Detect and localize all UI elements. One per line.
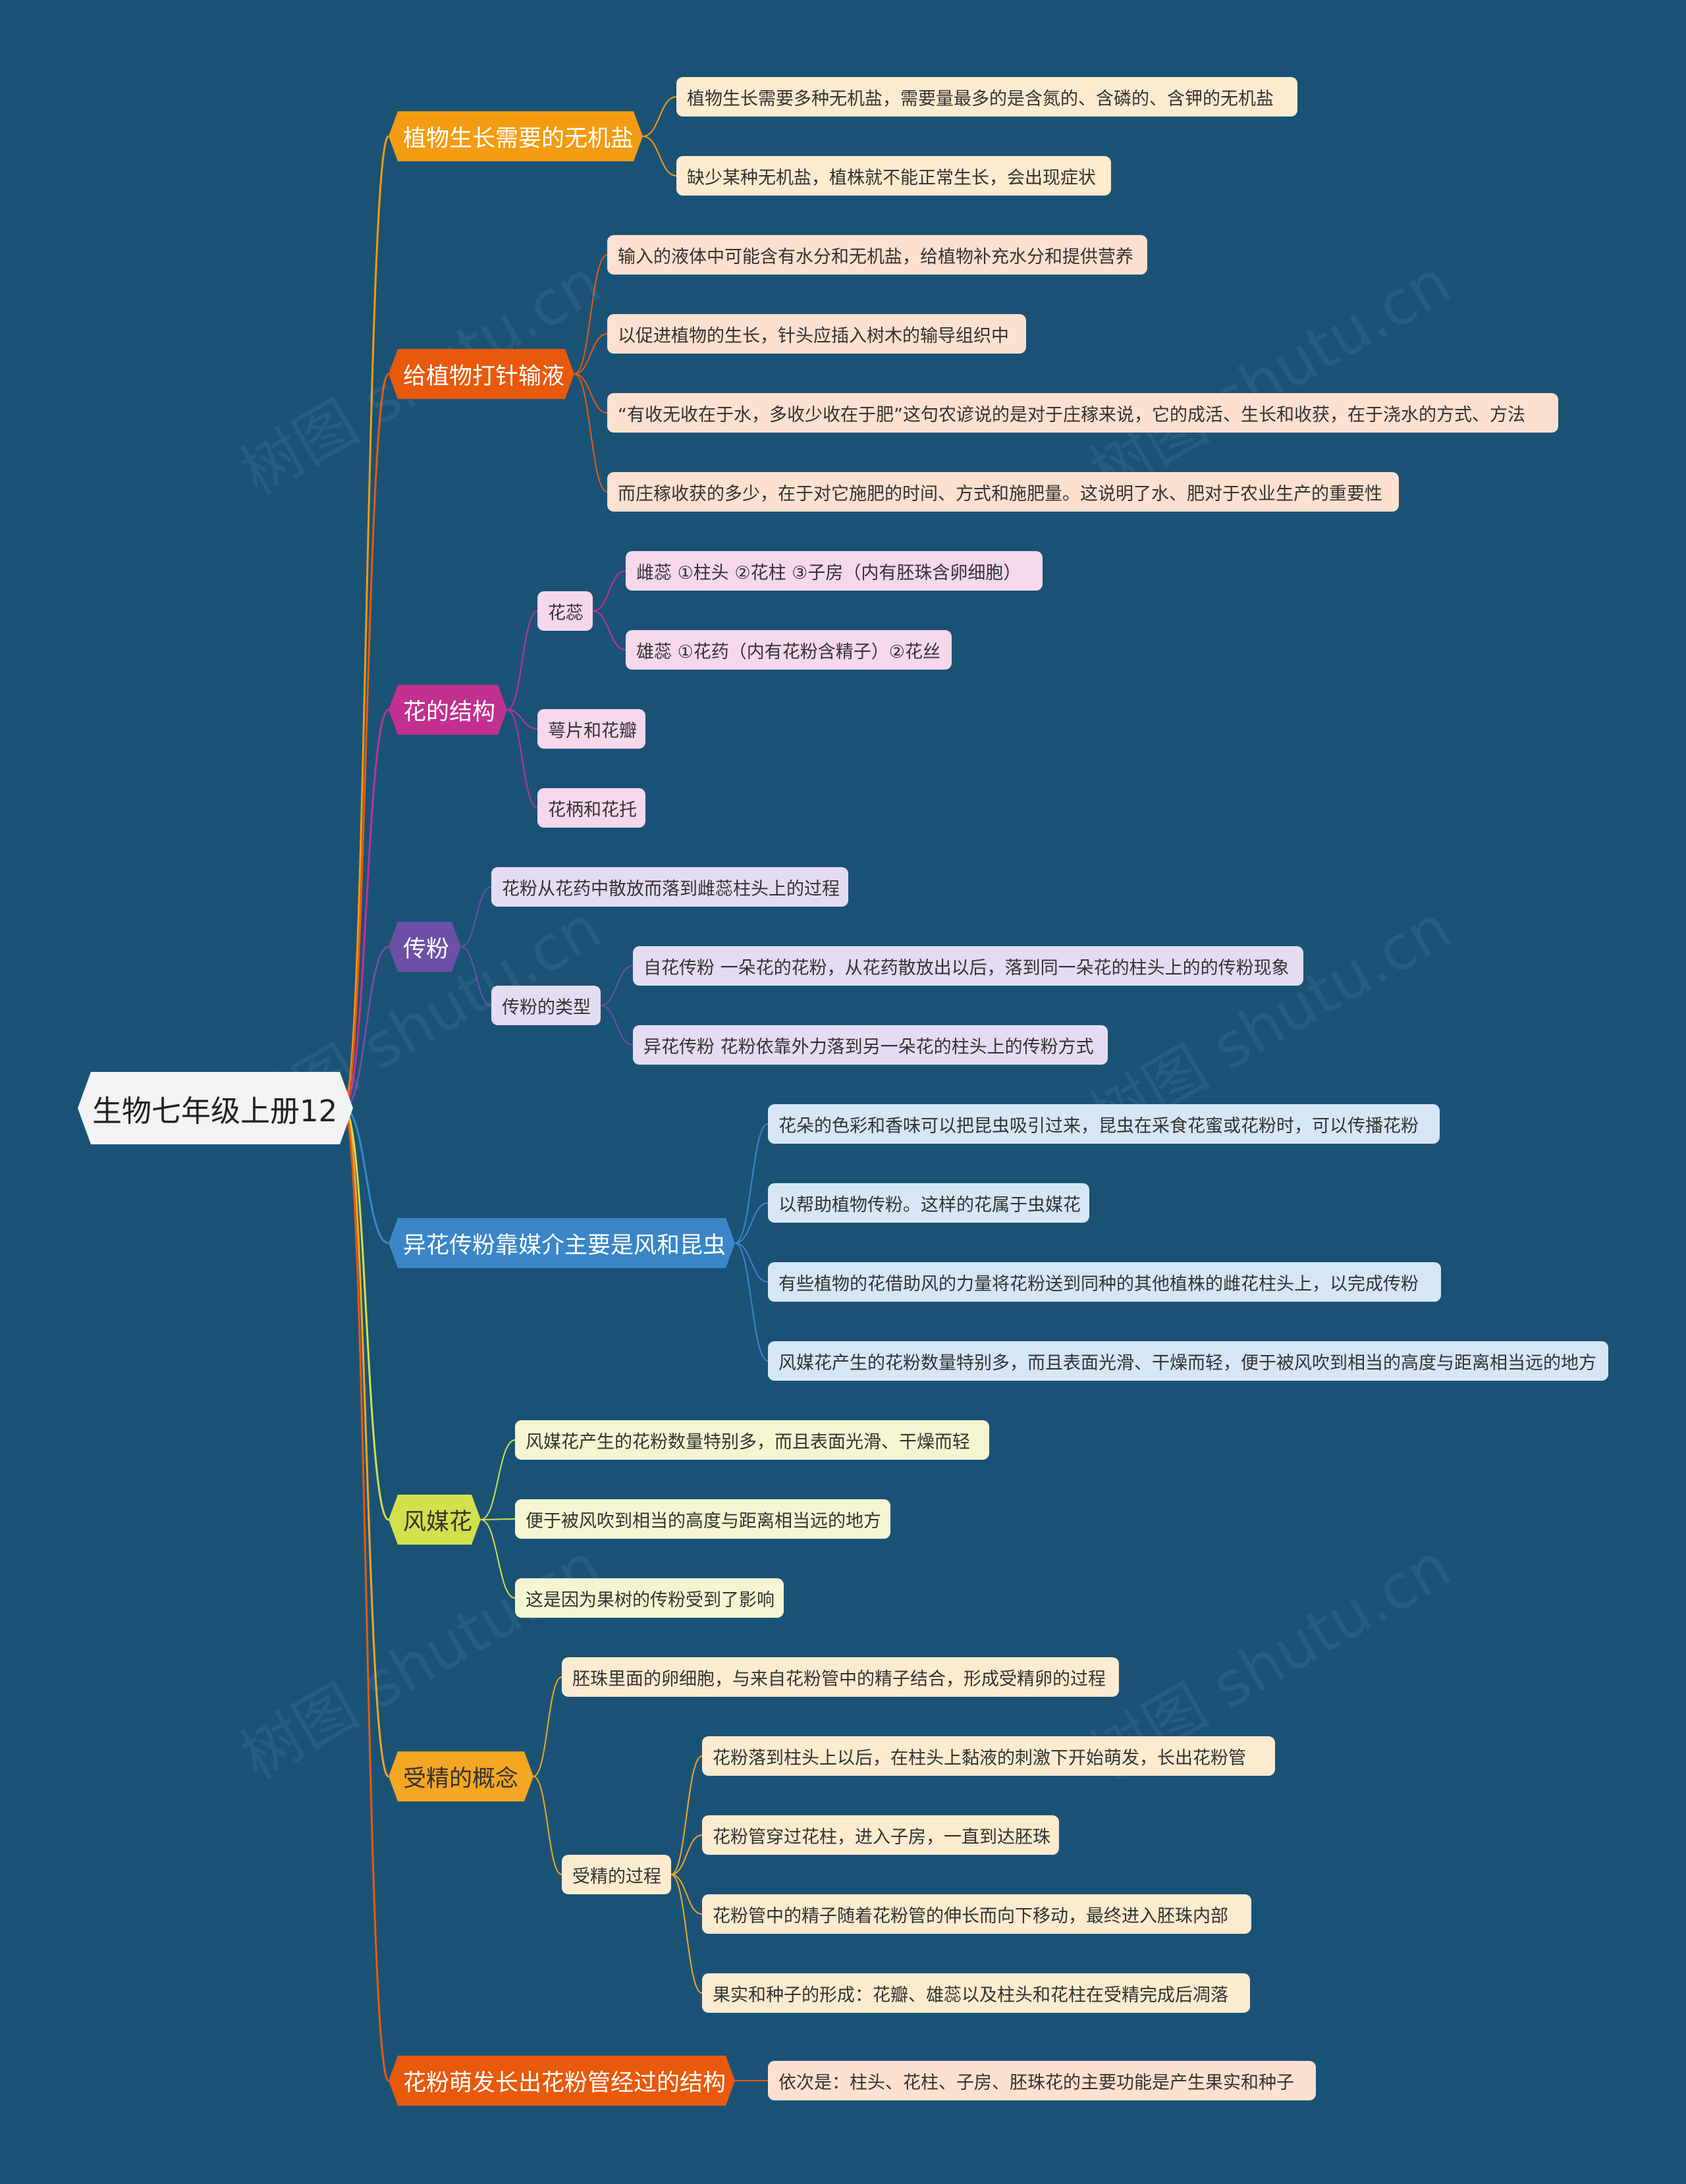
connector-line	[342, 1107, 390, 1778]
connector-line	[574, 333, 608, 375]
leaf-node[interactable]: 雄蕊 ①花药（内有花粉含精子）②花丝	[626, 630, 952, 670]
connector-line	[642, 136, 677, 176]
leaf-node[interactable]: 而庄稼收获的多少，在于对它施肥的时间、方式和施肥量。这说明了水、肥对于农业生产的…	[607, 472, 1399, 512]
leaf-node[interactable]: 雌蕊 ①柱头 ②花柱 ③子房（内有胚珠含卵细胞）	[626, 551, 1043, 591]
leaf-node[interactable]: 花粉落到柱头上以后，在柱头上黏液的刺激下开始萌发，长出花粉管	[702, 1736, 1275, 1776]
sub-node-pistil-stamen[interactable]: 花蕊	[537, 591, 593, 631]
branch-pollination[interactable]: 传粉	[389, 922, 461, 972]
leaf-node[interactable]: 风媒花产生的花粉数量特别多，而且表面光滑、干燥而轻	[515, 1420, 989, 1460]
branch-inorganic-salts[interactable]: 植物生长需要的无机盐	[389, 111, 643, 161]
connector-line	[592, 570, 626, 612]
connector-line	[480, 1439, 516, 1520]
leaf-node[interactable]: 胚珠里面的卵细胞，与来自花粉管中的精子结合，形成受精卵的过程	[562, 1657, 1119, 1697]
connector-line	[506, 709, 538, 730]
leaf-node[interactable]: 缺少某种无机盐，植株就不能正常生长，会出现症状	[676, 156, 1111, 196]
connector-line	[343, 708, 389, 1109]
connector-line	[734, 1202, 769, 1244]
leaf-node[interactable]: 花粉管穿过花柱，进入子房，一直到达胚珠	[702, 1815, 1059, 1855]
connector-line	[506, 709, 538, 809]
branch-cross-pollination-media[interactable]: 异花传粉靠媒介主要是风和昆虫	[389, 1218, 735, 1268]
branch-fertilization-concept[interactable]: 受精的概念	[389, 1751, 533, 1801]
leaf-node[interactable]: 果实和种子的形成：花瓣、雄蕊以及柱头和花柱在受精完成后凋落	[702, 1973, 1250, 2013]
leaf-node[interactable]: 以促进植物的生长，针头应插入树木的输导组织中	[607, 314, 1026, 354]
connector-line	[574, 373, 608, 493]
connector-line	[670, 1755, 703, 1875]
branch-plant-infusion[interactable]: 给植物打针输液	[389, 349, 574, 399]
leaf-node[interactable]: 萼片和花瓣	[537, 709, 645, 749]
connector-line	[480, 1518, 516, 1520]
connector-line	[506, 610, 538, 710]
connector-line	[642, 96, 677, 137]
leaf-node[interactable]: 这是因为果树的传粉受到了影响	[515, 1578, 784, 1618]
connector-line	[734, 1242, 769, 1283]
connector-line	[533, 1776, 562, 1875]
leaf-node[interactable]: 以帮助植物传粉。这样的花属于虫媒花	[768, 1183, 1089, 1223]
leaf-node[interactable]: 异花传粉 花粉依靠外力落到另一朵花的柱头上的传粉方式	[633, 1025, 1108, 1065]
leaf-node[interactable]: 花粉从花药中散放而落到雌蕊柱头上的过程	[491, 867, 848, 907]
leaf-node[interactable]: “有收无收在于水，多收少收在于肥”这句农谚说的是对于庄稼来说，它的成活、生长和收…	[607, 393, 1558, 433]
connector-line	[670, 1874, 703, 1994]
connector-line	[533, 1676, 562, 1777]
connector-line	[592, 610, 626, 651]
leaf-node[interactable]: 自花传粉 一朵花的花粉，从花药散放出以后，落到同一朵花的柱头上的的传粉现象	[633, 946, 1303, 986]
connector-line	[342, 135, 390, 1109]
leaf-node[interactable]: 风媒花产生的花粉数量特别多，而且表面光滑、干燥而轻，便于被风吹到相当的高度与距离…	[768, 1341, 1608, 1381]
branch-wind-pollinated-flower[interactable]: 风媒花	[389, 1495, 481, 1545]
connector-line	[574, 373, 608, 413]
connector-line	[460, 946, 492, 1006]
connector-line	[670, 1874, 703, 1915]
leaf-node[interactable]: 依次是：柱头、花柱、子房、胚珠花的主要功能是产生果实和种子	[768, 2061, 1316, 2100]
branch-flower-structure[interactable]: 花的结构	[389, 685, 507, 735]
leaf-node[interactable]: 花柄和花托	[537, 788, 645, 828]
connector-line	[343, 1107, 389, 1244]
branch-pollen-tube-path[interactable]: 花粉萌发长出花粉管经过的结构	[389, 2056, 735, 2106]
connector-line	[600, 1005, 634, 1046]
sub-node-fertilization-process[interactable]: 受精的过程	[562, 1855, 671, 1894]
leaf-node[interactable]: 植物生长需要多种无机盐，需要量最多的是含氮的、含磷的、含钾的无机盐	[676, 77, 1297, 117]
connector-line	[574, 254, 608, 375]
leaf-node[interactable]: 便于被风吹到相当的高度与距离相当远的地方	[515, 1499, 890, 1539]
leaf-node[interactable]: 有些植物的花借助风的力量将花粉送到同种的其他植株的雌花柱头上，以完成传粉	[768, 1262, 1441, 1302]
connector-line	[343, 1107, 389, 1521]
leaf-node[interactable]: 花粉管中的精子随着花粉管的伸长而向下移动，最终进入胚珠内部	[702, 1894, 1251, 1934]
connector-line	[734, 1123, 769, 1244]
leaf-node[interactable]: 花朵的色彩和香味可以把昆虫吸引过来，昆虫在采食花蜜或花粉时，可以传播花粉	[768, 1104, 1440, 1144]
connector-line	[480, 1519, 516, 1599]
root-topic[interactable]: 生物七年级上册12	[78, 1072, 353, 1144]
connector-line	[600, 965, 634, 1006]
connector-line	[734, 1242, 769, 1362]
sub-node-pollination-types[interactable]: 传粉的类型	[491, 986, 601, 1025]
connector-line	[342, 1107, 390, 2082]
connector-line	[343, 946, 389, 1109]
connector-line	[342, 373, 390, 1109]
connector-line	[670, 1834, 703, 1875]
leaf-node[interactable]: 输入的液体中可能含有水分和无机盐，给植物补充水分和提供营养	[607, 235, 1147, 275]
connector-line	[460, 886, 492, 947]
